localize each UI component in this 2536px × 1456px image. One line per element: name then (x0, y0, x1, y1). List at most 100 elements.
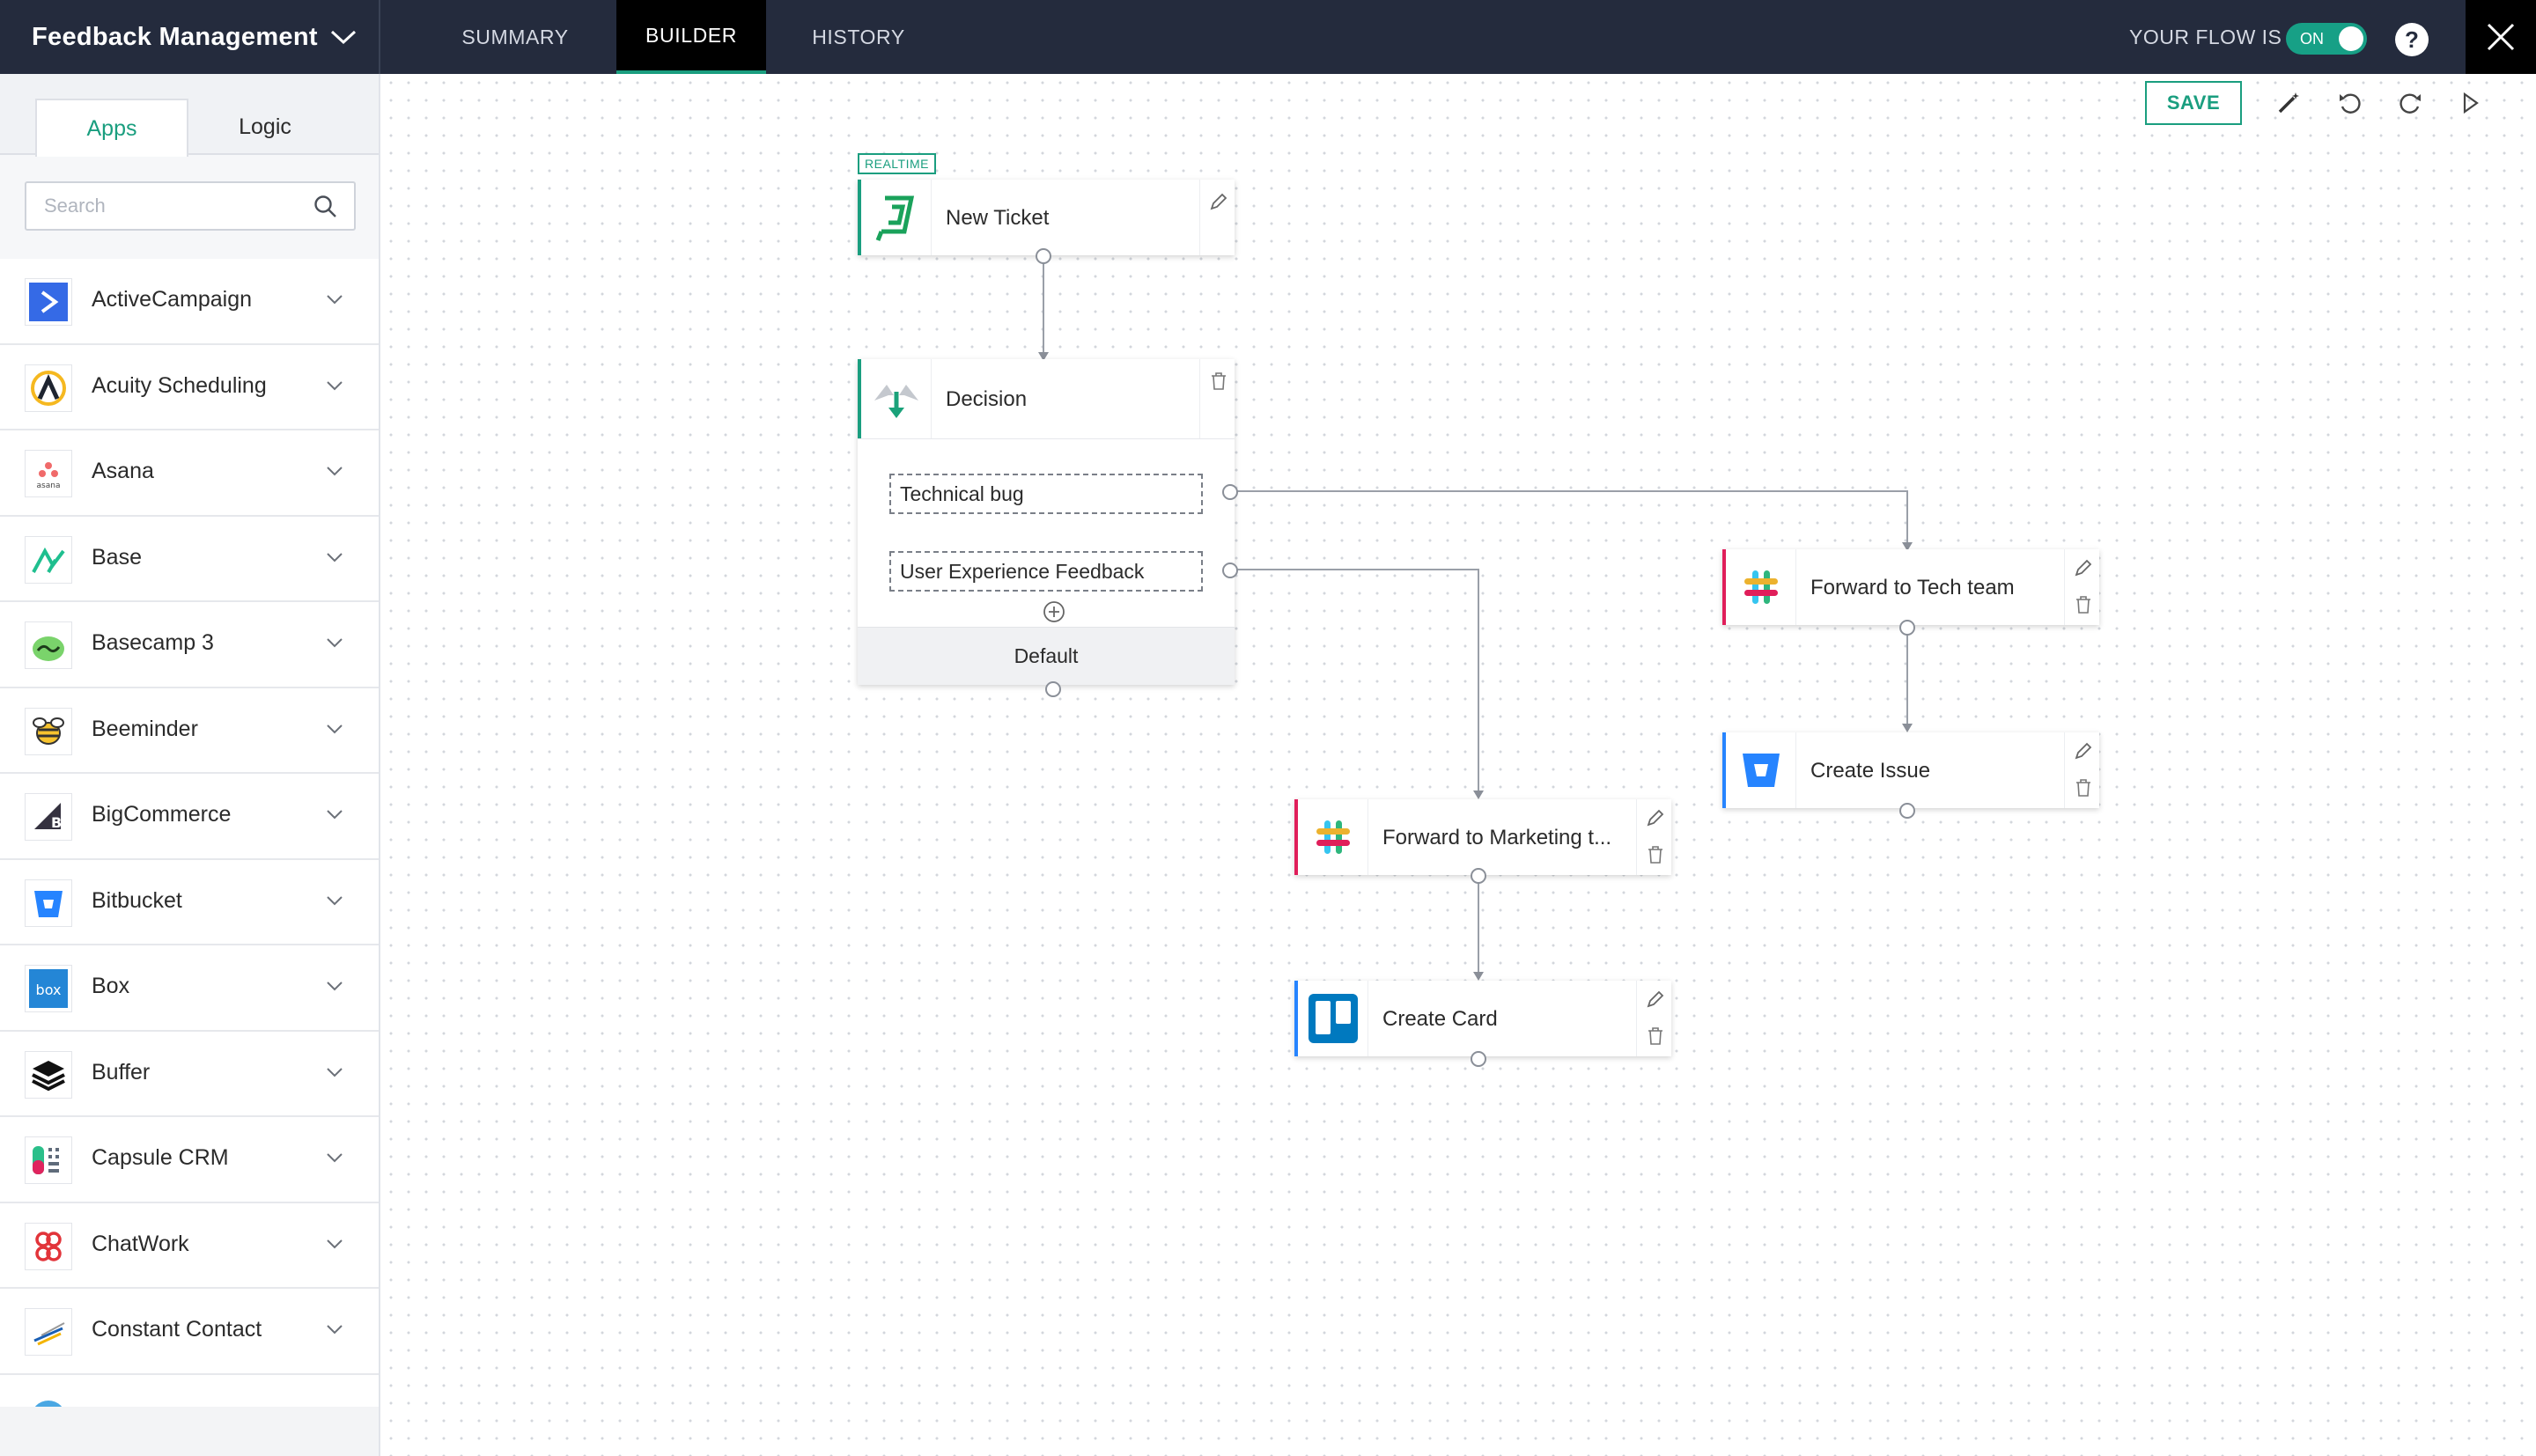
edit-icon[interactable] (2074, 558, 2093, 577)
node-title: Forward to Marketing t... (1382, 826, 1612, 849)
constant-contact-icon (25, 1308, 72, 1356)
action-node-create-issue[interactable]: Create Issue (1722, 732, 2099, 808)
output-port[interactable] (1899, 803, 1915, 819)
node-title: Forward to Tech team (1810, 576, 2015, 599)
chevron-down-icon (327, 895, 343, 905)
trash-icon[interactable] (1646, 1026, 1665, 1046)
default-branch[interactable]: Default (858, 627, 1235, 685)
bitbucket-icon (25, 879, 72, 927)
trello-icon (1298, 981, 1368, 1056)
app-item-acuity-scheduling[interactable]: Acuity Scheduling (0, 344, 379, 430)
chevron-down-icon (327, 638, 343, 648)
chatwork-icon (25, 1222, 72, 1270)
chevron-down-icon (327, 1239, 343, 1248)
node-strip (1294, 981, 1298, 1056)
node-strip (1722, 549, 1726, 625)
slack-icon (1298, 799, 1368, 875)
app-name: Basecamp 3 (92, 630, 214, 655)
output-port[interactable] (1036, 248, 1051, 264)
close-button[interactable] (2466, 0, 2536, 74)
app-item-base[interactable]: Base (0, 516, 379, 602)
tab-apps[interactable]: Apps (35, 99, 188, 157)
app-item-constant-contact[interactable]: Constant Contact (0, 1289, 379, 1375)
edit-icon[interactable] (1646, 989, 1665, 1009)
app-list: ActiveCampaign Acuity Scheduling asana A… (0, 259, 379, 1428)
magic-wand-icon[interactable] (2267, 81, 2311, 125)
edit-icon[interactable] (2074, 741, 2093, 761)
trash-icon[interactable] (1209, 371, 1228, 391)
condition-technical-bug[interactable]: Technical bug (889, 474, 1203, 514)
node-actions (2064, 732, 2099, 808)
undo-icon[interactable] (2328, 81, 2372, 125)
app-name: Acuity Scheduling (92, 372, 267, 398)
decision-icon (861, 359, 932, 438)
search-icon[interactable] (313, 195, 338, 219)
help-icon[interactable]: ? (2395, 23, 2429, 56)
app-item-box[interactable]: box Box (0, 945, 379, 1032)
app-name: Buffer (92, 1059, 151, 1085)
node-actions (1636, 799, 1671, 875)
flow-canvas[interactable] (382, 74, 2536, 1456)
node-actions (1199, 359, 1235, 438)
app-item-capsule-crm[interactable]: Capsule CRM (0, 1117, 379, 1203)
tab-summary[interactable]: SUMMARY (461, 25, 569, 48)
output-port[interactable] (1471, 1051, 1486, 1067)
app-name: ActiveCampaign (92, 287, 253, 312)
tab-history[interactable]: HISTORY (812, 25, 905, 48)
app-item-bitbucket[interactable]: Bitbucket (0, 859, 379, 945)
search-box (25, 181, 356, 231)
activecampaign-icon (25, 278, 72, 326)
play-icon[interactable] (2448, 81, 2492, 125)
node-title: Decision (946, 387, 1028, 411)
app-name: ChatWork (92, 1231, 189, 1256)
chevron-down-icon (327, 810, 343, 820)
flow-title-dropdown[interactable]: Feedback Management (0, 0, 380, 74)
flow-on-toggle[interactable]: ON (2286, 23, 2367, 55)
node-title: Create Card (1382, 1007, 1498, 1031)
top-bar: Feedback Management SUMMARY BUILDER HIST… (0, 0, 2536, 74)
bigcommerce-icon: B (25, 793, 72, 841)
close-icon (2487, 23, 2515, 51)
edit-icon[interactable] (1646, 808, 1665, 827)
redo-icon[interactable] (2388, 81, 2432, 125)
app-name: Box (92, 974, 130, 998)
app-item-buffer[interactable]: Buffer (0, 1031, 379, 1117)
app-item-basecamp-3[interactable]: Basecamp 3 (0, 602, 379, 688)
add-condition-icon[interactable] (1043, 600, 1065, 623)
search-input[interactable] (26, 183, 308, 229)
condition-port-ux-feedback[interactable] (1222, 563, 1238, 578)
acuity-scheduling-icon (25, 364, 72, 412)
app-item-bigcommerce[interactable]: B BigCommerce (0, 774, 379, 860)
chevron-down-icon (330, 30, 356, 45)
tab-logic[interactable]: Logic (239, 114, 291, 139)
node-strip (858, 180, 861, 255)
decision-node[interactable]: Decision Technical bug User Experience F… (858, 359, 1235, 685)
app-name: Asana (92, 459, 154, 483)
condition-user-experience-feedback[interactable]: User Experience Feedback (889, 551, 1203, 592)
trigger-node-new-ticket[interactable]: New Ticket (858, 180, 1235, 255)
action-node-forward-to-tech-team[interactable]: Forward to Tech team (1722, 549, 2099, 625)
node-actions (2064, 549, 2099, 625)
app-name: Beeminder (92, 716, 198, 741)
save-button[interactable]: SAVE (2145, 81, 2242, 125)
default-port[interactable] (1045, 681, 1061, 697)
asana-icon: asana (25, 450, 72, 497)
box-icon: box (25, 965, 72, 1012)
chevron-down-icon (327, 1153, 343, 1163)
edit-icon[interactable] (1209, 192, 1228, 211)
trash-icon[interactable] (2074, 778, 2093, 798)
app-item-activecampaign[interactable]: ActiveCampaign (0, 259, 379, 345)
node-strip (1294, 799, 1298, 875)
trash-icon[interactable] (2074, 595, 2093, 614)
app-item-beeminder[interactable]: Beeminder (0, 688, 379, 774)
chevron-down-icon (327, 552, 343, 562)
tab-builder[interactable]: BUILDER (616, 0, 766, 74)
app-item-asana[interactable]: asana Asana (0, 430, 379, 517)
condition-port-technical-bug[interactable] (1222, 484, 1238, 500)
trash-icon[interactable] (1646, 845, 1665, 864)
app-item-chatwork[interactable]: ChatWork (0, 1202, 379, 1289)
action-node-forward-to-marketing[interactable]: Forward to Marketing t... (1294, 799, 1671, 875)
output-port[interactable] (1471, 868, 1486, 884)
action-node-create-card[interactable]: Create Card (1294, 981, 1671, 1056)
output-port[interactable] (1899, 620, 1915, 636)
